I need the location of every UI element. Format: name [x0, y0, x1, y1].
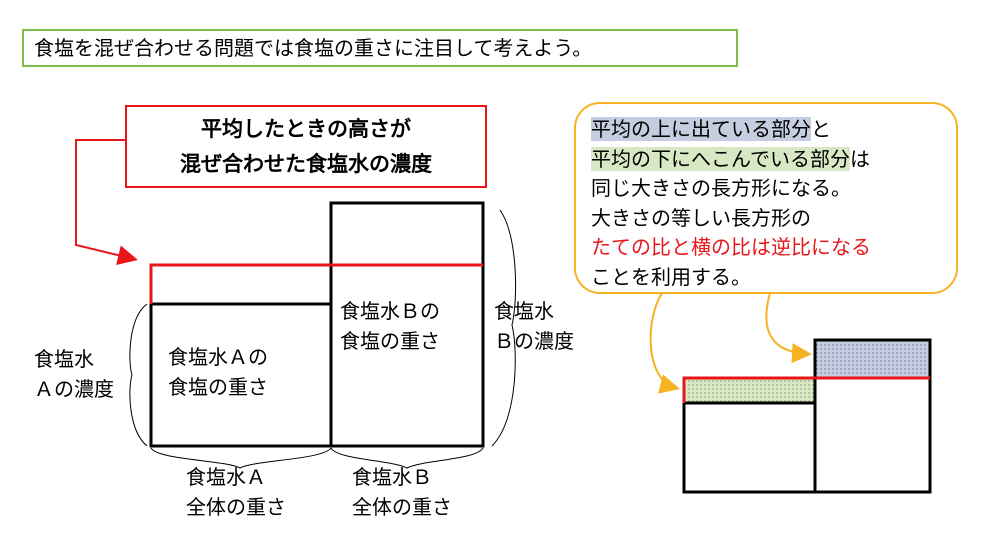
- explanation-line4: 大きさの等しい長方形の: [591, 205, 811, 230]
- box-a-label-line2: 食塩の重さ: [168, 375, 268, 399]
- average-line: [149, 263, 483, 304]
- conc-a-label-line1: 食塩水: [34, 347, 94, 371]
- weight-a-label: 食塩水Ａ 全体の重さ: [186, 462, 286, 522]
- weight-b-label-line2: 全体の重さ: [352, 495, 452, 519]
- conc-b-label: 食塩水 Ｂの濃度: [494, 296, 574, 356]
- weight-b-label-line1: 食塩水Ｂ: [352, 465, 432, 489]
- brace-conc-b: [491, 209, 517, 447]
- conc-b-label-line2: Ｂの濃度: [494, 329, 574, 353]
- brace-weight-a: [150, 447, 332, 469]
- small-box-b: [813, 338, 932, 494]
- conc-a-label-line2: Ａの濃度: [34, 377, 114, 401]
- brace-weight-b: [330, 447, 484, 469]
- callout-arrow-2: [765, 292, 812, 364]
- conc-b-label-line1: 食塩水: [494, 299, 554, 323]
- box-b-label-line2: 食塩の重さ: [340, 329, 440, 353]
- explanation-callout: 平均の上に出ている部分と 平均の下にへこんでいる部分は 同じ大きさの長方形になる…: [574, 102, 958, 294]
- small-average-line: [682, 376, 930, 403]
- explanation-line2-rest: は: [850, 146, 870, 171]
- header-box: 食塩を混ぜ合わせる問題では食塩の重さに注目して考えよう。: [22, 29, 738, 67]
- title-box: 平均したときの高さが 混ぜ合わせた食塩水の濃度: [125, 105, 487, 188]
- explanation-line1: 平均の上に出ている部分と: [591, 115, 956, 145]
- explanation-line2: 平均の下にへこんでいる部分は: [591, 145, 956, 175]
- highlight-above-average: 平均の上に出ている部分: [591, 117, 811, 141]
- explanation-line1-rest: と: [811, 117, 831, 141]
- explanation-line6: ことを利用する。: [591, 264, 751, 289]
- explanation-line5: たての比と横の比は逆比になる: [591, 235, 871, 259]
- small-box-a: [682, 401, 817, 494]
- highlight-below-average: 平均の下にへこんでいる部分: [591, 146, 850, 171]
- weight-a-label-line1: 食塩水Ａ: [186, 465, 266, 489]
- weight-b-label: 食塩水Ｂ 全体の重さ: [352, 462, 452, 522]
- conc-a-label: 食塩水 Ａの濃度: [34, 344, 114, 404]
- title-pointer-arrow: [75, 139, 138, 265]
- small-green-area: [684, 378, 815, 403]
- callout-arrow-1: [649, 292, 680, 394]
- weight-a-label-line2: 全体の重さ: [186, 495, 286, 519]
- title-line1: 平均したときの高さが: [201, 117, 411, 141]
- box-a-label: 食塩水Ａの 食塩の重さ: [168, 342, 268, 402]
- small-blue-area: [815, 340, 930, 378]
- brace-conc-a: [129, 303, 148, 447]
- explanation-line3: 同じ大きさの長方形になる。: [591, 176, 851, 200]
- header-text: 食塩を混ぜ合わせる問題では食塩の重さに注目して考えよう。: [34, 36, 593, 60]
- box-b-label-line1: 食塩水Ｂの: [340, 299, 440, 323]
- box-a-label-line1: 食塩水Ａの: [168, 345, 268, 369]
- box-b: [329, 201, 485, 448]
- title-line2: 混ぜ合わせた食塩水の濃度: [180, 152, 432, 176]
- box-b-label: 食塩水Ｂの 食塩の重さ: [340, 296, 440, 356]
